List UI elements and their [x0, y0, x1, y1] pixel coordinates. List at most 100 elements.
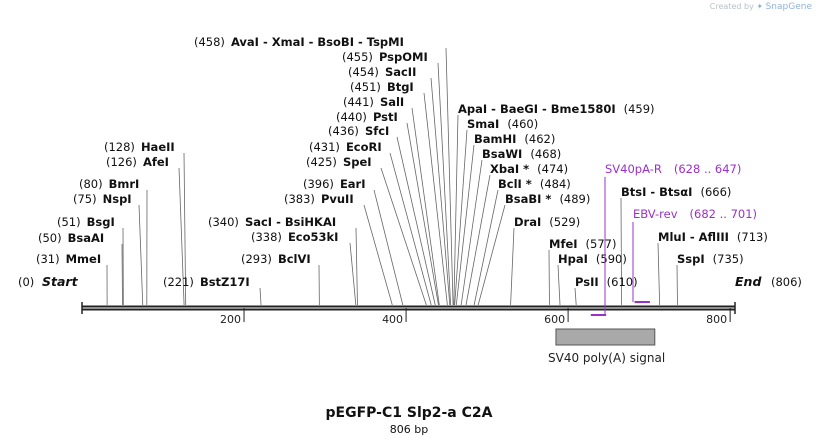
enzyme-name: MluI	[658, 230, 686, 244]
leader-saci	[355, 227, 358, 306]
enzyme-name: BtgI	[387, 80, 414, 94]
site-label-apai: ApaI - BaeGI - Bme1580I(459)	[458, 102, 655, 116]
site-label-bsabi: BsaBI *(489)	[505, 192, 590, 206]
site-label-sfci: (436)SfcI	[328, 124, 389, 138]
site-position: (126)	[106, 155, 137, 169]
site-position: (666)	[700, 185, 731, 199]
enzyme-name: Eco53kI	[288, 230, 339, 244]
site-label-haeii: (128)HaeII	[104, 140, 175, 154]
site-position: (489)	[559, 192, 590, 206]
site-label-ecori: (431)EcoRI	[309, 140, 382, 154]
leader-eari	[373, 189, 404, 306]
leader-bsawi	[460, 159, 483, 306]
site-label-bclvi: (293)BclVI	[241, 252, 311, 266]
enzyme-name: BsiHKAI	[285, 215, 336, 229]
enzyme-name: BtsαI	[659, 185, 692, 199]
site-label-mlui: MluI - AflIII(713)	[658, 230, 768, 244]
site-label-mfei: MfeI(577)	[549, 237, 616, 251]
snapgene-credit: Created by ✦ SnapGene	[710, 2, 812, 12]
site-label-drai: DraI(529)	[514, 215, 580, 229]
end-position: (806)	[771, 275, 802, 289]
leader-xbai	[465, 174, 491, 306]
enzyme-name: Bme1580I	[551, 102, 616, 116]
enzyme-name: PvuII	[321, 192, 354, 206]
site-label-sali: (441) SalI	[343, 95, 404, 109]
site-position: (458)	[194, 35, 225, 49]
leader-spei	[380, 167, 427, 306]
leader-nspi	[138, 204, 144, 306]
start-position: (0)	[18, 275, 34, 289]
site-label-spei: (425)SpeI	[306, 155, 372, 169]
enzyme-name: SmaI	[467, 117, 499, 131]
enzyme-name: BamHI	[474, 132, 516, 146]
site-label-smai: SmaI(460)	[467, 117, 538, 131]
site-position: (31)	[36, 252, 60, 266]
site-label-bamhi: BamHI(462)	[474, 132, 555, 146]
site-leader-lines	[106, 47, 678, 306]
leader-pvuii	[363, 204, 393, 306]
site-label-sacii: (454)SacII	[348, 65, 416, 79]
site-label-avai: (458)AvaI - XmaI - BsoBI - TspMI	[194, 35, 404, 49]
site-position: (713)	[737, 230, 768, 244]
primer-layer: SV40pA-R(628 .. 647)EBV-rev(682 .. 701)	[590, 162, 757, 316]
site-label-afei: (126)AfeI	[106, 155, 169, 169]
site-position: (577)	[586, 237, 617, 251]
enzyme-name: SacI	[245, 215, 272, 229]
leader-eco53ki	[349, 242, 357, 306]
site-position: (441)	[343, 95, 374, 109]
enzyme-name: BmrI	[109, 177, 140, 191]
tick-label: 800	[706, 313, 727, 326]
map-length: 806 bp	[389, 423, 429, 436]
leader-avai	[445, 47, 454, 306]
enzyme-name: ApaI	[458, 102, 487, 116]
start-label: Start	[42, 274, 79, 289]
map-title: pEGFP-C1 Slp2-a C2A	[325, 405, 493, 421]
leader-bamhi	[455, 144, 475, 306]
leader-ecori	[389, 152, 432, 306]
enzyme-name: MmeI	[66, 252, 102, 266]
site-label-nspi: (75) NspI	[73, 192, 132, 206]
leader-mlui	[657, 242, 661, 306]
site-label-btgi: (451)BtgI	[350, 80, 414, 94]
enzyme-name: BtsI	[621, 185, 646, 199]
site-label-pvuii: (383)PvuII	[284, 192, 354, 206]
enzyme-name: NspI	[103, 192, 132, 206]
enzyme-name: BaeGI	[500, 102, 538, 116]
end-label: End	[735, 274, 762, 289]
site-label-sspi: SspI(735)	[677, 252, 744, 266]
leader-sali	[411, 107, 440, 306]
credit-prefix: Created by	[709, 2, 754, 11]
enzyme-name: PsII	[575, 275, 599, 289]
enzyme-name: BsaWI	[482, 147, 522, 161]
enzyme-name: TspMI	[367, 35, 404, 49]
site-position: (454)	[348, 65, 379, 79]
site-position: (75)	[73, 192, 97, 206]
site-position: (338)	[251, 230, 282, 244]
enzyme-name: SalI	[380, 95, 404, 109]
enzyme-name: BstZ17I	[200, 275, 250, 289]
enzyme-name: SspI	[677, 252, 705, 266]
site-label-saci: (340)SacI - BsiHKAI	[208, 215, 336, 229]
leader-sacii	[430, 77, 451, 306]
site-label-bsawi: BsaWI(468)	[482, 147, 561, 161]
leader-sfci	[396, 136, 436, 306]
leader-hpai	[557, 264, 561, 306]
enzyme-name: PstI	[373, 110, 398, 124]
leader-haeii	[183, 152, 187, 306]
enzyme-name: AflIII	[699, 230, 729, 244]
leader-afei	[178, 167, 185, 306]
site-label-psii: PsII(610)	[575, 275, 638, 289]
site-label-pspomi: (455)PspOMI	[342, 50, 428, 64]
site-label-btsi: BtsI - BtsαI(666)	[621, 185, 731, 199]
site-position: (128)	[104, 140, 135, 154]
site-position: (484)	[540, 177, 571, 191]
enzyme-name: BclI *	[498, 177, 532, 191]
enzyme-name: AvaI	[231, 35, 259, 49]
tick-label: 400	[382, 313, 403, 326]
site-label-mmei: (31) MmeI	[36, 252, 101, 266]
leader-btsi	[620, 197, 622, 306]
credit-brand: SnapGene	[765, 2, 812, 12]
leader-psti	[406, 122, 439, 306]
leader-bsabi	[477, 204, 506, 306]
